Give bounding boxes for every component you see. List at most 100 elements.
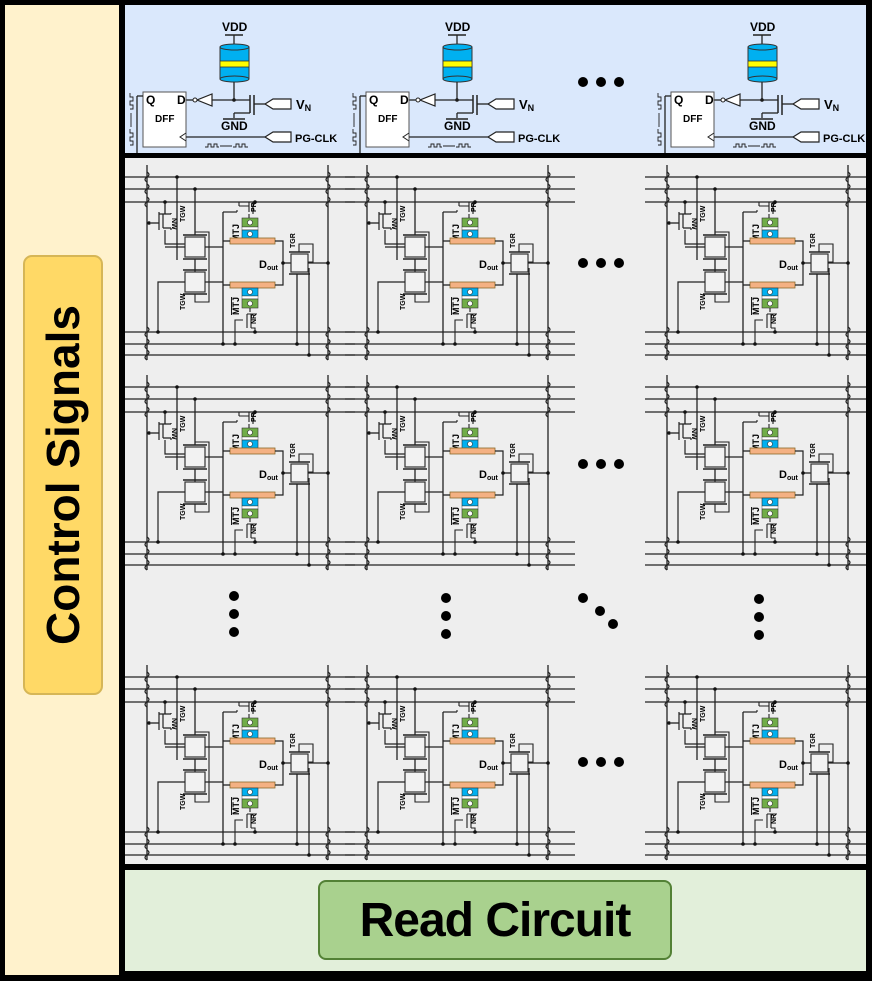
crossover xyxy=(545,171,551,183)
tgw-lower-gate xyxy=(184,271,206,293)
spin-icon xyxy=(467,789,473,795)
junction-dot xyxy=(376,830,380,834)
crossover xyxy=(845,548,851,560)
crossover xyxy=(545,696,551,708)
junction-dot xyxy=(253,200,257,204)
junction-dot xyxy=(307,853,311,857)
spin-icon xyxy=(767,499,773,505)
spin-icon xyxy=(467,510,473,517)
crossover xyxy=(664,683,670,695)
tgw-upper-gate xyxy=(184,736,206,758)
junction-dot xyxy=(253,540,257,544)
crossover xyxy=(545,183,551,195)
crossover xyxy=(364,393,370,405)
wire xyxy=(194,731,210,803)
ellipsis-dot xyxy=(229,609,239,619)
tgw-upper-gate xyxy=(704,736,726,758)
spin-icon xyxy=(467,800,473,807)
bitline-lower xyxy=(749,781,796,789)
spin-icon xyxy=(247,800,253,807)
crossover xyxy=(545,381,551,393)
spin-icon xyxy=(467,429,473,436)
inverter-bubble xyxy=(192,97,198,103)
junction-dot xyxy=(546,761,550,765)
junction-dot xyxy=(546,261,550,265)
crossover xyxy=(664,338,670,350)
tgr-gate xyxy=(810,463,829,483)
mtj-lower xyxy=(761,287,779,309)
tgw-lower-label: TGW xyxy=(180,293,187,310)
pr-transistor xyxy=(456,411,474,429)
junction-dot xyxy=(753,552,757,556)
ellipsis-dot xyxy=(578,593,588,603)
crossover xyxy=(664,326,670,338)
junction-dot xyxy=(253,830,257,834)
cylinder-top xyxy=(747,43,778,51)
crossover xyxy=(325,696,331,708)
nr-label: NR xyxy=(251,814,258,824)
junction-dot xyxy=(515,842,519,846)
crossover xyxy=(664,381,670,393)
dout-label: Dout xyxy=(479,259,499,272)
junction-dot xyxy=(281,761,285,765)
inverter-icon xyxy=(723,93,741,107)
crossover xyxy=(545,826,551,838)
bitline-lower xyxy=(229,281,276,289)
mtj-barrier-layer xyxy=(761,295,779,300)
crossover xyxy=(664,406,670,418)
ellipsis-dot xyxy=(578,757,588,767)
crossover xyxy=(545,683,551,695)
mtj-lower xyxy=(461,287,479,309)
pr-label: PR xyxy=(471,702,478,712)
bitline-upper xyxy=(449,737,496,745)
junction-dot xyxy=(713,687,717,691)
tgw-lower-gate xyxy=(704,481,726,503)
crossover xyxy=(664,838,670,850)
mtj-bar-label: MTJ xyxy=(451,297,461,315)
tgw-lower-label: TGW xyxy=(180,503,187,520)
tgw-upper-label: TGW xyxy=(700,205,707,222)
vdd-label: VDD xyxy=(445,20,471,34)
pr-label: PR xyxy=(471,412,478,422)
cylinder-band xyxy=(442,60,473,68)
mtj-upper xyxy=(461,217,479,239)
junction-dot xyxy=(395,175,399,179)
wire xyxy=(714,441,730,513)
tgw-lower-label: TGW xyxy=(700,293,707,310)
cylinder-band xyxy=(219,60,250,68)
crossover xyxy=(144,849,150,861)
nr-transistor xyxy=(234,808,257,844)
junction-dot xyxy=(773,330,777,334)
mtj-lower xyxy=(241,787,259,809)
crossover xyxy=(364,349,370,361)
nr-transistor xyxy=(454,308,477,344)
junction-dot xyxy=(473,830,477,834)
crossover xyxy=(664,826,670,838)
junction-dot xyxy=(233,552,237,556)
crossover xyxy=(545,559,551,571)
inverter-bubble xyxy=(720,97,726,103)
nr-transistor xyxy=(234,518,257,554)
spin-icon xyxy=(247,219,253,226)
wire xyxy=(377,491,405,542)
crossover xyxy=(325,338,331,350)
spin-icon xyxy=(247,499,253,505)
mtj-bar-label: MTJ xyxy=(751,797,761,815)
ellipsis-dot xyxy=(754,594,764,604)
tgw-lower-label: TGW xyxy=(700,793,707,810)
pg-clk-input-pin xyxy=(486,131,515,143)
nw-transistor xyxy=(678,422,705,455)
junction-dot xyxy=(773,410,777,414)
crossover xyxy=(144,548,150,560)
crossover xyxy=(364,548,370,560)
ellipsis-dot xyxy=(596,77,606,87)
spin-icon xyxy=(247,719,253,726)
pr-label: PR xyxy=(251,202,258,212)
nw-transistor xyxy=(158,422,185,455)
control-signals-block: Control Signals xyxy=(23,255,103,695)
wire xyxy=(377,781,405,832)
ellipsis-dot xyxy=(229,591,239,601)
junction-dot xyxy=(383,410,387,414)
